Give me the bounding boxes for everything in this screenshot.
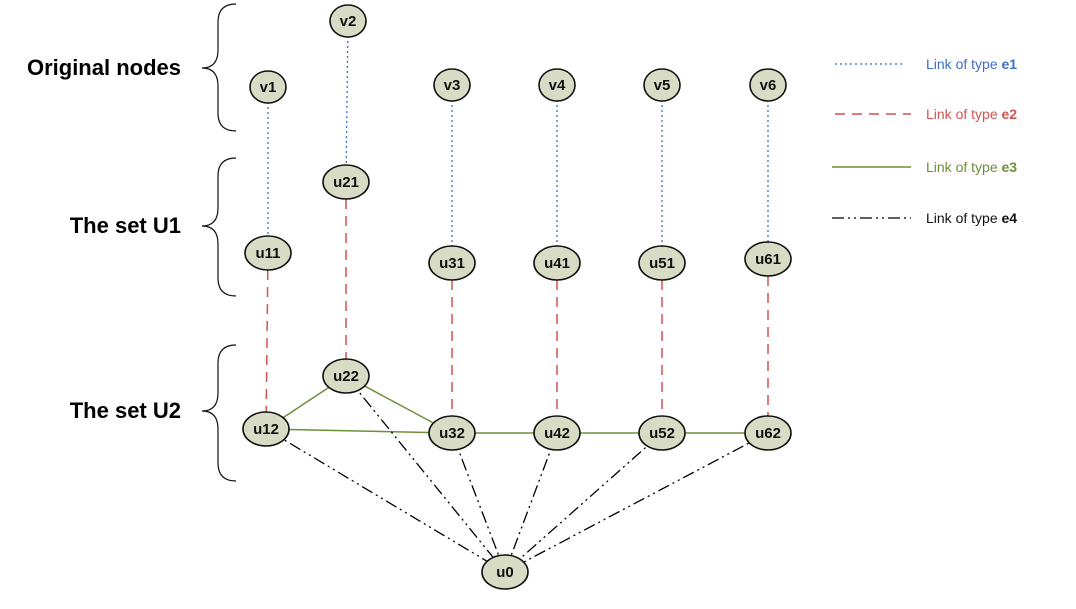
brace-original-nodes (201, 3, 237, 132)
node-u22[interactable]: u22 (322, 358, 370, 394)
legend: Link of type e1 Link of type e2 Link of … (832, 56, 1017, 226)
node-u32[interactable]: u32 (428, 415, 476, 451)
edge-v2-u21 (345, 20, 349, 183)
node-label-u51: u51 (649, 255, 675, 272)
node-label-v4: v4 (549, 77, 566, 94)
node-v5[interactable]: v5 (643, 68, 681, 102)
node-v4[interactable]: v4 (538, 68, 576, 102)
node-label-u61: u61 (755, 251, 781, 268)
node-label-u42: u42 (544, 425, 570, 442)
legend-item-e2: Link of type e2 (835, 106, 1017, 122)
node-u21[interactable]: u21 (322, 164, 370, 200)
node-v1[interactable]: v1 (249, 70, 287, 104)
node-v2[interactable]: v2 (329, 4, 367, 38)
node-label-u41: u41 (544, 255, 570, 272)
node-label-u62: u62 (755, 425, 781, 442)
node-u31[interactable]: u31 (428, 245, 476, 281)
node-label-u0: u0 (496, 564, 514, 581)
brace-set-u1 (201, 157, 237, 297)
legend-text-e4: Link of type e4 (926, 210, 1017, 226)
node-label-u31: u31 (439, 255, 465, 272)
node-u12[interactable]: u12 (242, 411, 290, 447)
edge-u12-u0 (265, 428, 506, 573)
node-u42[interactable]: u42 (533, 415, 581, 451)
node-label-u11: u11 (255, 245, 280, 262)
group-label-original-nodes: Original nodes (27, 55, 181, 80)
legend-item-e4: Link of type e4 (832, 210, 1017, 226)
edge-u32-u0 (451, 432, 506, 573)
node-label-v5: v5 (654, 77, 671, 94)
edge-u22-u0 (345, 375, 506, 573)
node-u41[interactable]: u41 (533, 245, 581, 281)
edge-u12-u32 (265, 428, 453, 434)
group-label-set-u2: The set U2 (70, 398, 181, 423)
node-u0[interactable]: u0 (481, 554, 529, 590)
node-label-u22: u22 (333, 368, 359, 385)
node-label-u52: u52 (649, 425, 675, 442)
node-u52[interactable]: u52 (638, 415, 686, 451)
node-u62[interactable]: u62 (744, 415, 792, 451)
node-u51[interactable]: u51 (638, 245, 686, 281)
node-v6[interactable]: v6 (749, 68, 787, 102)
edge-u11-u12 (265, 252, 269, 430)
node-u11[interactable]: u11 (244, 235, 292, 271)
node-label-u12: u12 (253, 421, 279, 438)
node-label-v2: v2 (340, 13, 357, 30)
legend-item-e1: Link of type e1 (835, 56, 1017, 72)
node-v3[interactable]: v3 (433, 68, 471, 102)
edges-layer (265, 20, 769, 573)
legend-text-e3: Link of type e3 (926, 159, 1017, 175)
edge-u62-u0 (504, 432, 769, 573)
node-u61[interactable]: u61 (744, 241, 792, 277)
legend-text-e1: Link of type e1 (926, 56, 1017, 72)
group-label-set-u1: The set U1 (70, 213, 181, 238)
node-label-v3: v3 (444, 77, 461, 94)
edge-u42-u0 (504, 432, 558, 573)
edge-u52-u0 (504, 432, 663, 573)
legend-text-e2: Link of type e2 (926, 106, 1017, 122)
legend-item-e3: Link of type e3 (832, 159, 1017, 175)
brace-set-u2 (201, 344, 237, 482)
node-label-u32: u32 (439, 425, 465, 442)
node-label-u21: u21 (333, 174, 359, 191)
nodes-layer: v1 v2 v3 v4 v5 v6 (242, 4, 792, 590)
node-label-v6: v6 (760, 77, 777, 94)
node-label-v1: v1 (260, 79, 277, 96)
